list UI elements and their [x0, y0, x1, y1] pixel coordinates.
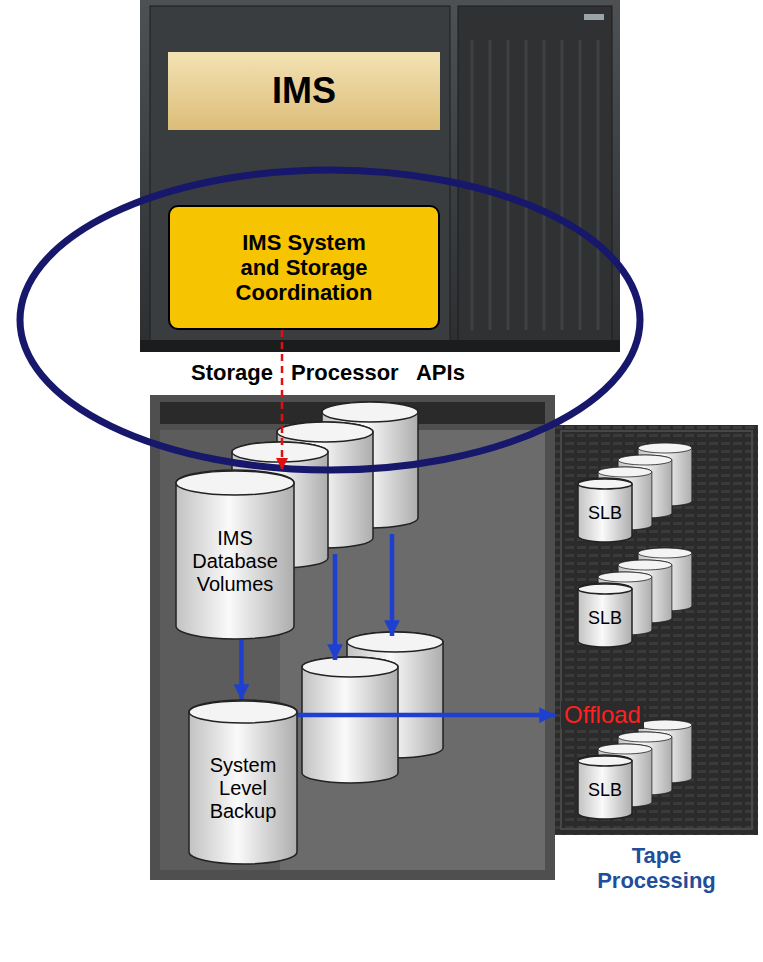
database-cylinder: IMS Database Volumes — [175, 470, 295, 640]
node-text: IMS — [272, 70, 336, 111]
api-label: Storage Processor APIs — [191, 360, 465, 385]
backup-cylinder: System Level Backup — [188, 700, 298, 865]
tape-backup-cylinder: SLB — [577, 583, 633, 648]
api-call-arrow — [281, 330, 284, 470]
copy-arrows — [335, 534, 392, 660]
copy-arrow — [298, 713, 555, 718]
node-text: SLB — [588, 503, 622, 524]
tape-backup-cylinder: SLB — [577, 478, 633, 543]
tape-backup-cylinder: SLB — [577, 755, 633, 820]
node-text: IMS Database Volumes — [179, 527, 291, 596]
node-text: SLB — [588, 608, 622, 629]
node-text: System Level Backup — [192, 754, 294, 823]
edge-label: Offload — [561, 701, 644, 729]
tape-library: Tape ProcessingSLBSLBSLB — [555, 425, 758, 835]
copy-arrow — [239, 640, 244, 700]
system-box: IMS — [168, 52, 440, 130]
coordination-box: IMS System and Storage Coordination — [168, 205, 440, 330]
mainframe — [140, 0, 620, 352]
tape-library-rack — [555, 425, 758, 835]
node-text: SLB — [588, 780, 622, 801]
node-text: Tape Processing — [592, 843, 722, 894]
focus-ellipse — [20, 170, 640, 470]
node-text: IMS System and Storage Coordination — [229, 230, 379, 306]
